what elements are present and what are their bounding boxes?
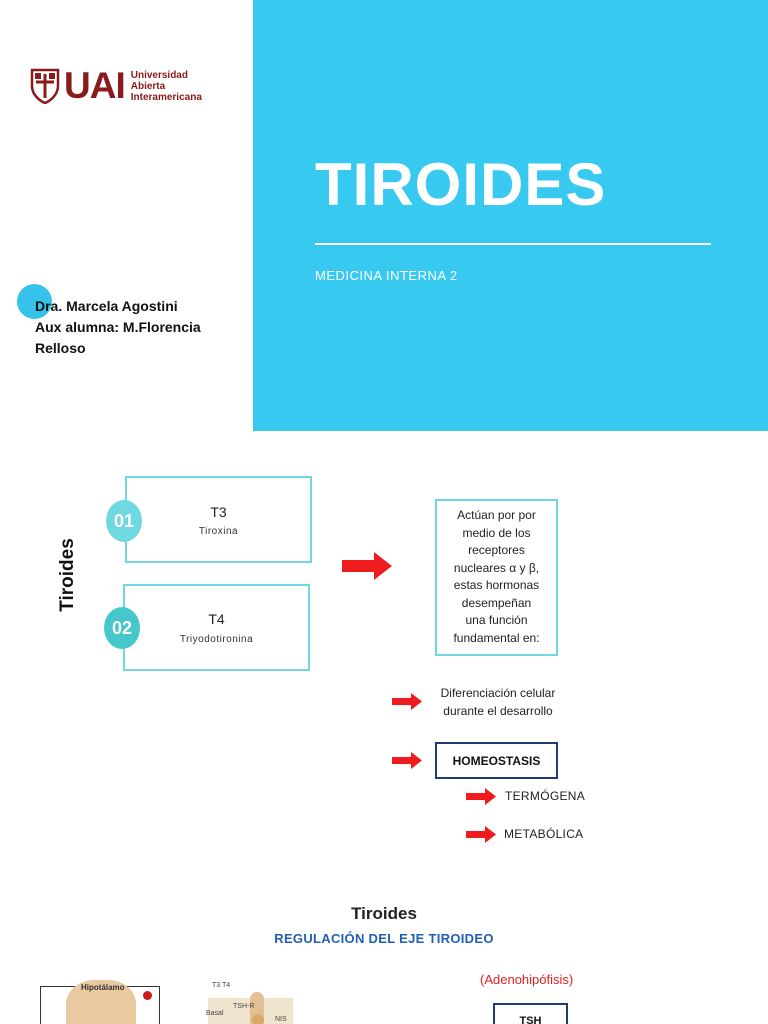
logo-acronym: UAI [64,65,126,106]
arrow-right-icon [392,693,422,710]
hormone-desc: Tiroxina [198,526,239,537]
author-line-1: Dra. Marcela Agostini [35,298,178,314]
shield-icon [30,68,60,104]
slide-subtitle: REGULACIÓN DEL EJE TIROIDEO [274,931,494,946]
explanation-line: medio de los [462,525,531,540]
basal-label: Basal [206,1010,224,1017]
diferenciacion-line-2: durante el desarrollo [443,704,553,718]
logo-line-3: Interamericana [130,91,202,103]
nis-label: NIS [275,1016,287,1023]
hormone-desc: Triyodotironina [179,634,254,645]
authors: Dra. Marcela Agostini Aux alumna: M.Flor… [35,296,235,359]
author-line-2: Aux alumna: M.Florencia [35,319,201,335]
slide-subtitle: MEDICINA INTERNA 2 [315,268,458,283]
inhibition-icon [143,991,152,1000]
explanation-line: Actúan por por [457,508,536,522]
explanation-line: nucleares α y β, [453,560,540,575]
explanation-line: desempeñan [461,595,532,610]
hormone-box-t4: T4 Triyodotironina [123,584,310,671]
side-label-text: Tiroides [57,538,78,612]
uai-logo: UAI Universidad Abierta Interamericana [30,66,202,106]
termogena-label: TERMÓGENA [505,789,586,803]
number-badge-02: 02 [104,607,140,649]
explanation-line: receptores [468,543,525,557]
logo-university-name: Universidad Abierta Interamericana [131,70,202,103]
author-line-3: Relloso [35,340,86,356]
title-panel: TIROIDES MEDICINA INTERNA 2 [253,0,768,431]
adenohipofisis-label: (Adenohipófisis) [480,972,574,987]
slide-title: Tiroides [351,904,417,923]
author-bullet-dot [17,284,52,319]
arrow-right-icon [342,552,392,580]
title-divider [315,243,711,245]
diferenciacion-line-1: Diferenciación celular [440,686,556,700]
explanation-line: estas hormonas [453,578,540,592]
arrow-right-icon [466,826,496,843]
side-label: Tiroides [48,530,88,620]
arrow-right-icon [392,752,422,769]
title-slide: UAI Universidad Abierta Interamericana D… [0,0,768,431]
logo-line-1: Universidad [130,69,188,81]
receptor-hormones-label: T3 T4 [212,982,231,989]
homeostasis-box: HOMEOSTASIS [435,742,558,779]
slide-title: TIROIDES [315,151,607,218]
hypothalamus-illustration [66,980,136,1024]
hormone-box-t3: T3 Tiroxina [125,476,312,563]
hormone-name: T3 [210,504,227,520]
hormone-name: T4 [208,611,225,627]
logo-line-2: Abierta [130,80,166,92]
metabolica-label: METABÓLICA [504,827,584,841]
explanation-line: una función [465,613,528,627]
arrow-right-icon [466,788,496,805]
explanation-box: Actúan por por medio de los receptores n… [435,499,558,656]
diferenciacion-text: Diferenciación celular durante el desarr… [428,684,568,720]
number-badge-01: 01 [106,500,142,542]
hypothalamus-label: Hipotálamo [81,983,125,992]
receptor-illustration [208,992,293,1024]
tsh-box: TSH [493,1003,568,1024]
tsh-r-label: TSH-R [233,1003,255,1010]
explanation-line: fundamental en: [453,630,540,645]
